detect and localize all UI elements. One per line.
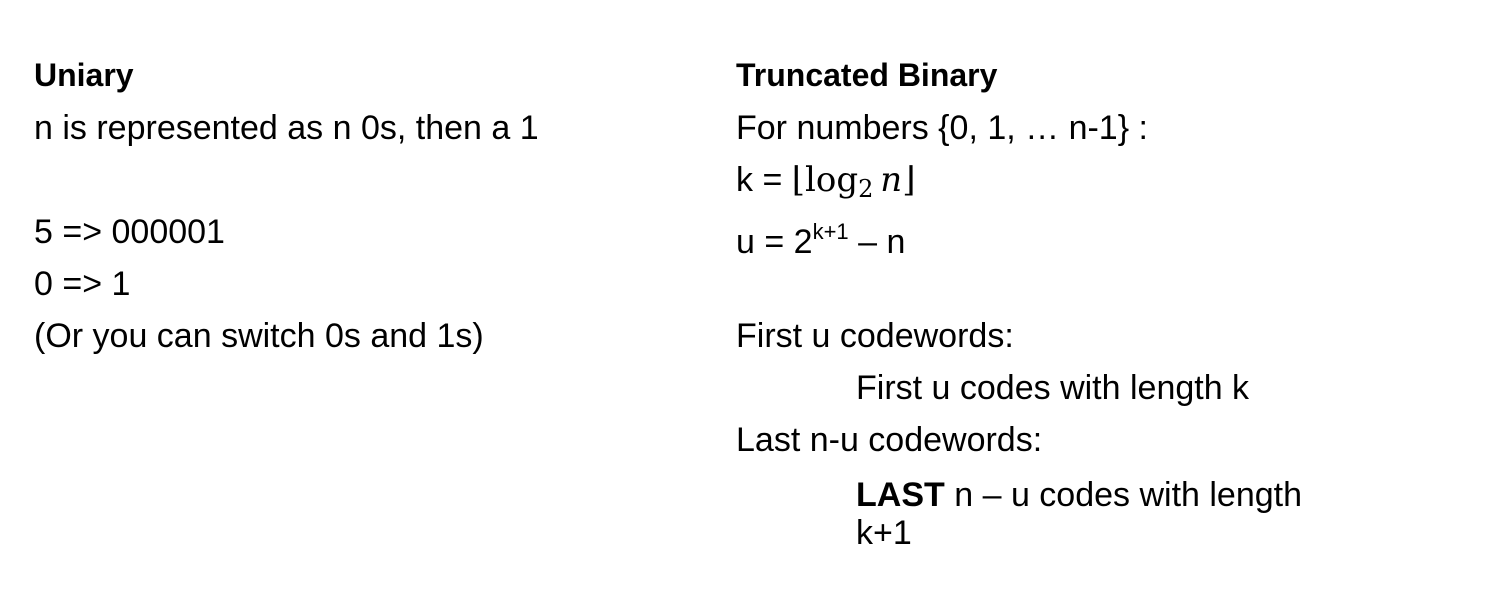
u-suffix: – n bbox=[848, 223, 906, 261]
spacer bbox=[736, 258, 1456, 310]
floor-open: ⌊ bbox=[791, 160, 806, 200]
u-formula: u = 2k+1 – n bbox=[736, 206, 1456, 261]
domain-line: For numbers {0, 1, … n-1} : bbox=[736, 109, 1148, 147]
uniary-title: Uniary bbox=[34, 57, 134, 93]
k-formula: k = ⌊log2 n⌋ bbox=[736, 154, 1456, 206]
k-prefix: k = bbox=[736, 161, 792, 199]
first-codewords-label: First u codewords: bbox=[736, 317, 1014, 355]
uniary-description: n is represented as n 0s, then a 1 bbox=[34, 109, 539, 147]
last-rule-text: n – u codes with length bbox=[944, 476, 1303, 514]
last-emphasis: LAST bbox=[856, 476, 945, 514]
u-prefix: u = 2 bbox=[736, 223, 813, 261]
u-exponent: k+1 bbox=[812, 219, 849, 244]
log-base: 2 bbox=[858, 175, 874, 203]
floor-close: ⌋ bbox=[902, 160, 916, 200]
truncated-binary-section: Truncated Binary For numbers {0, 1, … n-… bbox=[736, 52, 1456, 552]
log-function: log bbox=[805, 160, 859, 200]
last-rule-tail: k+1 bbox=[856, 514, 912, 552]
first-codewords-rule: First u codes with length k bbox=[856, 369, 1250, 407]
uniary-example-0: 0 => 1 bbox=[34, 265, 131, 303]
spacer bbox=[34, 154, 684, 206]
uniary-note: (Or you can switch 0s and 1s) bbox=[34, 317, 484, 355]
variable-n: n bbox=[880, 160, 903, 200]
truncated-binary-title: Truncated Binary bbox=[736, 57, 998, 93]
last-codewords-label: Last n-u codewords: bbox=[736, 421, 1043, 459]
uniary-section: Uniary n is represented as n 0s, then a … bbox=[34, 52, 684, 362]
uniary-example-5: 5 => 000001 bbox=[34, 213, 225, 251]
last-codewords-rule: LAST n – u codes with length k+1 bbox=[736, 466, 1456, 552]
